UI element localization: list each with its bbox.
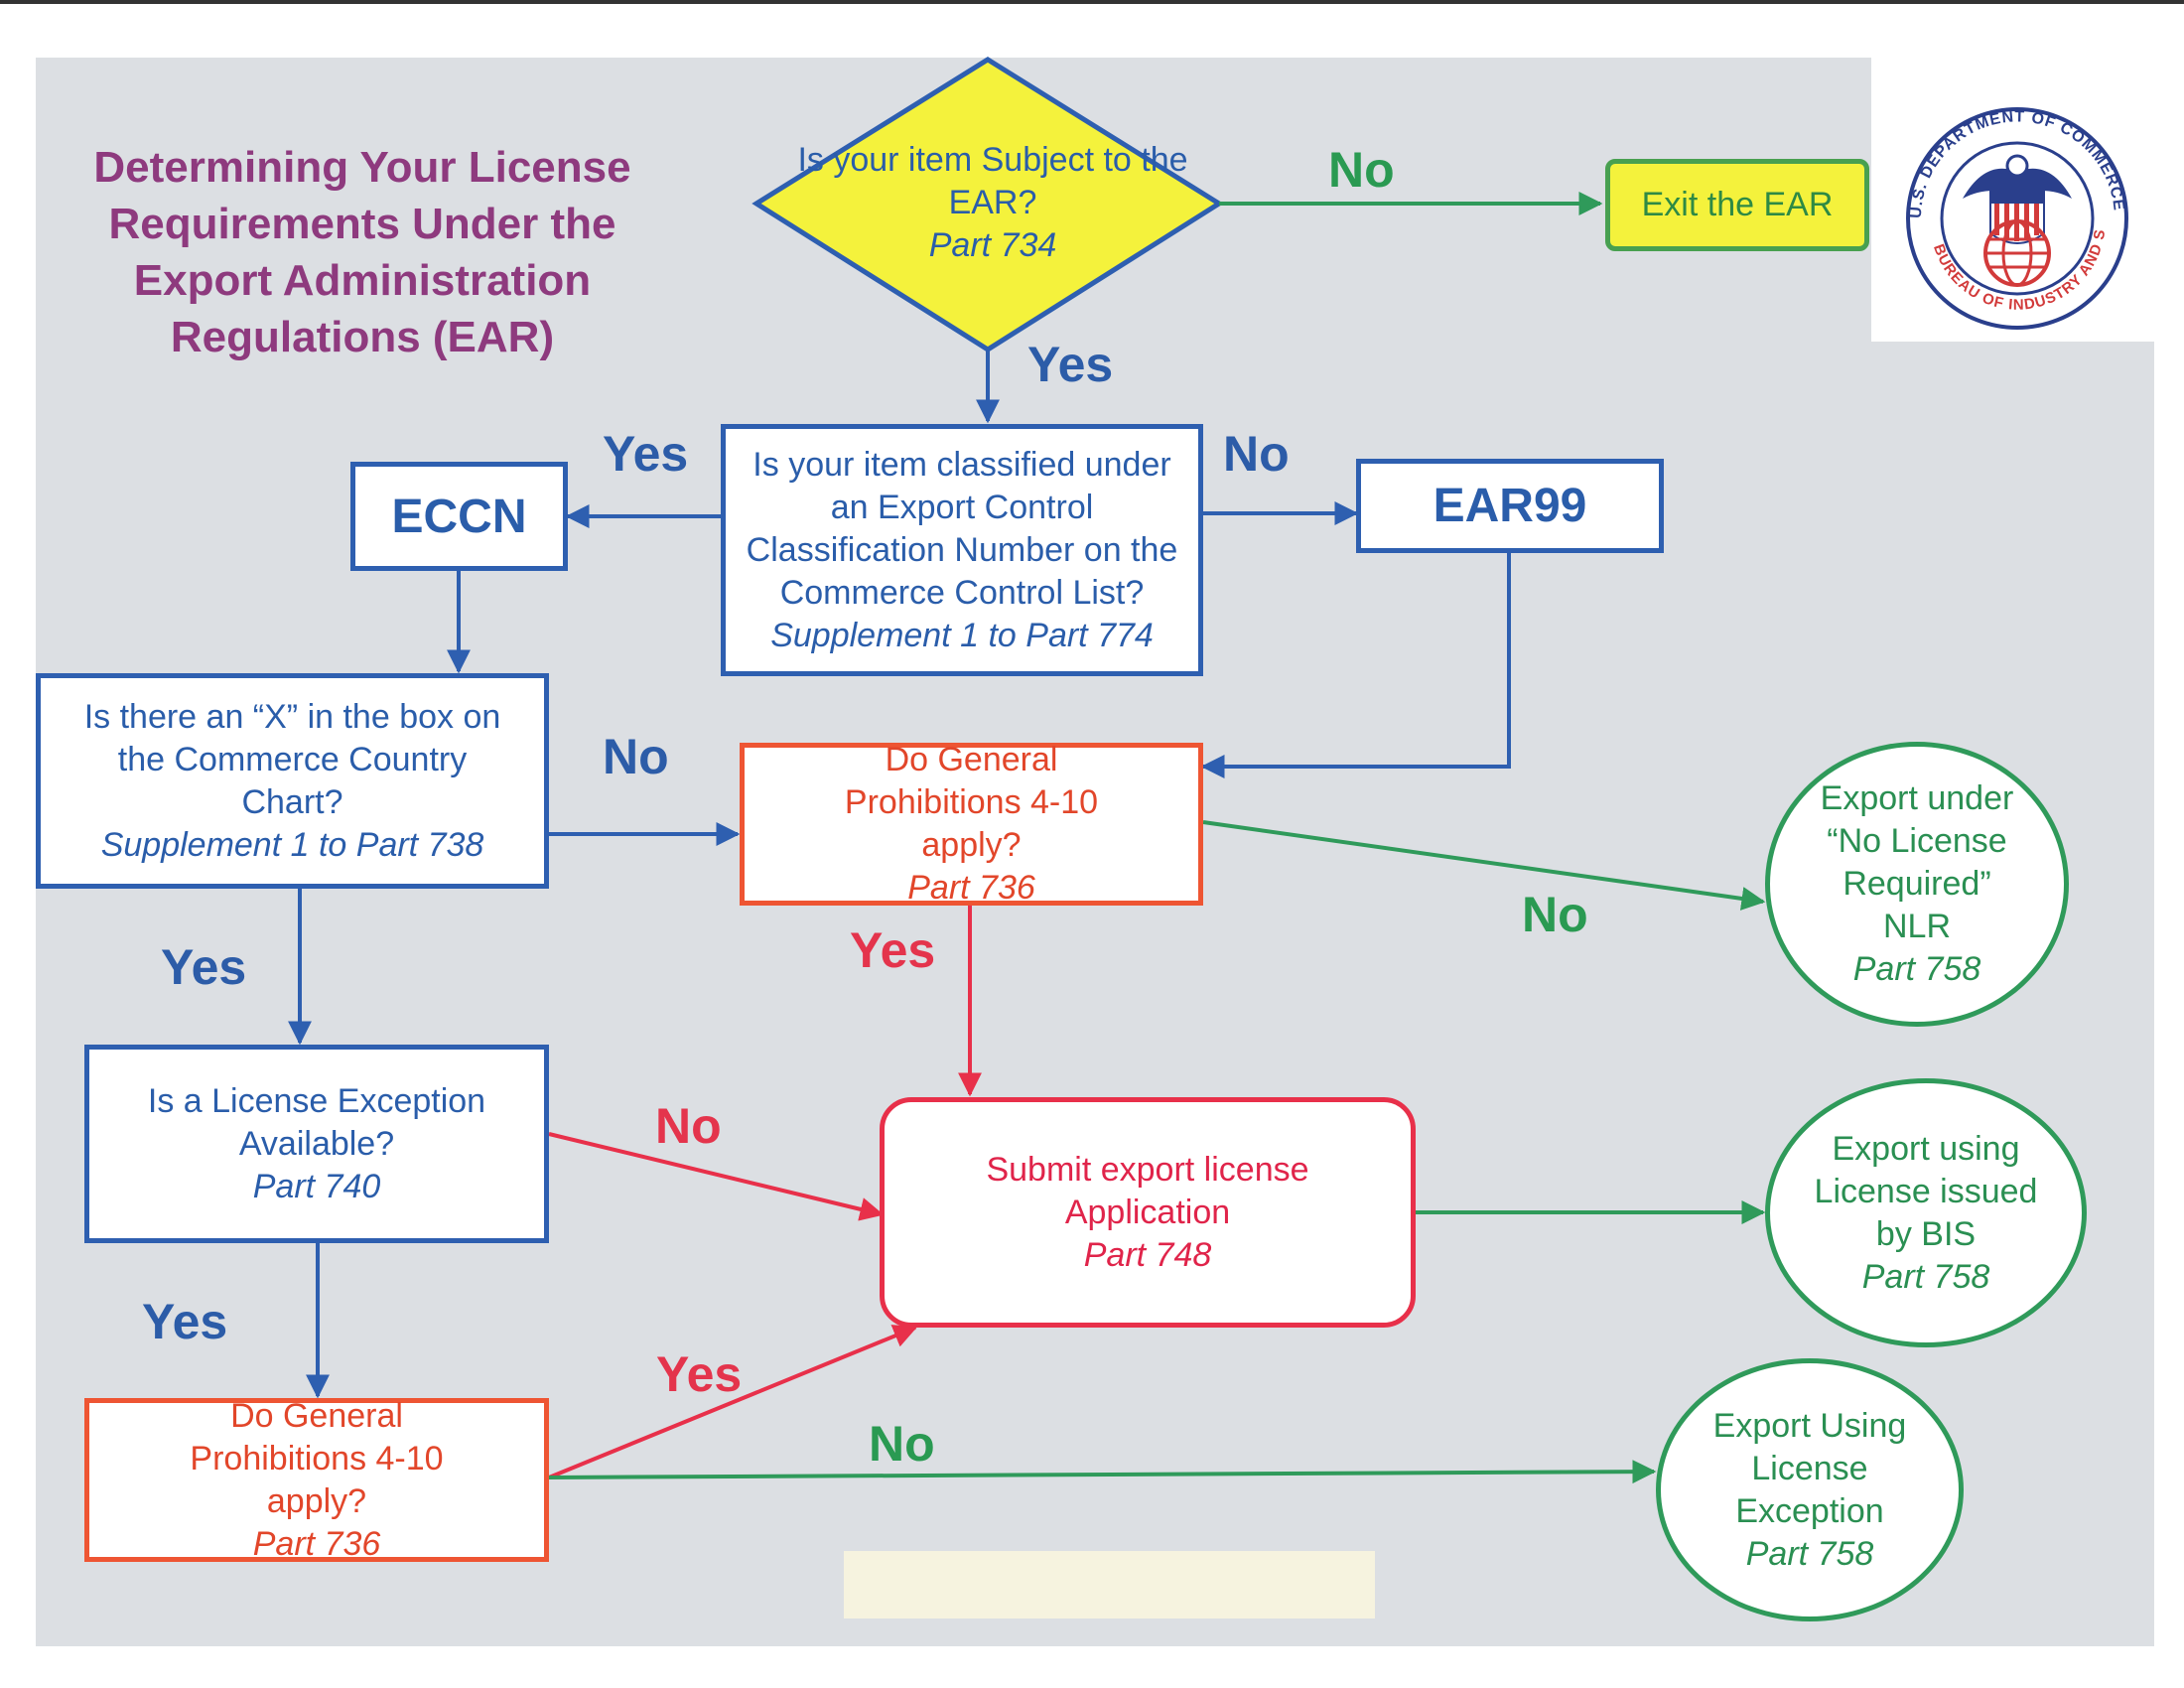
subject-question: Is your item Subject to the EAR? Part 73… — [784, 139, 1201, 267]
exit-ear-box: Exit the EAR — [1605, 159, 1869, 251]
gp2-text: Do General Prohibitions 4-10 apply? — [190, 1396, 444, 1520]
edge-label-gp1-no: No — [1522, 887, 1588, 942]
edge-label-subject-no: No — [1328, 142, 1395, 198]
license-exception-question-ref: Part 740 — [252, 1167, 381, 1205]
page-title: Determining Your License Requirements Un… — [93, 143, 631, 361]
general-prohibitions-question-1: Do General Prohibitions 4-10 apply? Part… — [740, 741, 1203, 907]
general-prohibitions-question-2: Do General Prohibitions 4-10 apply? Part… — [84, 1396, 549, 1563]
nlr-text: Export under “No License Required” NLR — [1820, 779, 2014, 945]
license-exception-outcome-ref: Part 758 — [1745, 1534, 1874, 1573]
submit-application-box: Submit export license Application Part 7… — [880, 1097, 1416, 1328]
edge-label-xbox-yes: Yes — [161, 939, 247, 995]
country-chart-question-box: Is there an “X” in the box on the Commer… — [36, 673, 549, 889]
country-chart-question-text: Is there an “X” in the box on the Commer… — [83, 697, 501, 821]
ear99-box: EAR99 — [1356, 459, 1664, 553]
eccn-box: ECCN — [350, 462, 568, 571]
edge-label-classified-yes: Yes — [603, 426, 689, 482]
eccn-text: ECCN — [391, 490, 527, 543]
edge-label-subject-yes: Yes — [1027, 337, 1114, 392]
bis-license-outcome-circle: Export using License issued by BIS Part … — [1765, 1078, 2087, 1347]
edge-label-gp2-no: No — [869, 1416, 935, 1472]
exit-ear-text: Exit the EAR — [1641, 186, 1834, 223]
classification-question-ref: Supplement 1 to Part 774 — [770, 616, 1154, 654]
edge-label-classified-no: No — [1223, 426, 1290, 482]
gp1-text: Do General Prohibitions 4-10 apply? — [844, 741, 1099, 864]
country-chart-question-ref: Supplement 1 to Part 738 — [100, 825, 484, 864]
gp2-ref: Part 736 — [252, 1524, 381, 1563]
license-exception-outcome-text: Export Using License Exception — [1712, 1406, 1907, 1530]
nlr-ref: Part 758 — [1852, 950, 1981, 988]
edge-label-exception-yes: Yes — [142, 1294, 228, 1349]
edge-label-xbox-no: No — [603, 729, 669, 784]
edge-label-exception-no: No — [655, 1098, 722, 1154]
license-exception-question-text: Is a License Exception Available? — [147, 1081, 486, 1163]
submit-ref: Part 748 — [1083, 1235, 1212, 1274]
subject-question-ref: Part 734 — [928, 226, 1057, 264]
license-exception-outcome-circle: Export Using License Exception Part 758 — [1656, 1358, 1964, 1621]
nlr-outcome-circle: Export under “No License Required” NLR P… — [1765, 742, 2069, 1027]
submit-text: Submit export license Application — [986, 1150, 1309, 1231]
bis-license-ref: Part 758 — [1861, 1257, 1990, 1296]
license-exception-question-box: Is a License Exception Available? Part 7… — [84, 1045, 549, 1243]
classification-question-box: Is your item classified under an Export … — [721, 424, 1203, 676]
gp1-ref: Part 736 — [907, 869, 1035, 907]
classification-question-text: Is your item classified under an Export … — [746, 445, 1178, 612]
ear99-text: EAR99 — [1433, 480, 1587, 532]
commerce-seal-icon: U.S. DEPARTMENT OF COMMERCE BUREAU OF IN… — [1891, 104, 2128, 330]
top-rule — [0, 0, 2184, 4]
edge-label-gp2-yes: Yes — [656, 1346, 743, 1402]
paper-slip — [844, 1551, 1375, 1618]
subject-question-text: Is your item Subject to the EAR? — [797, 141, 1188, 221]
bis-license-text: Export using License issued by BIS — [1814, 1129, 2038, 1253]
edge-label-gp1-yes: Yes — [850, 922, 936, 978]
